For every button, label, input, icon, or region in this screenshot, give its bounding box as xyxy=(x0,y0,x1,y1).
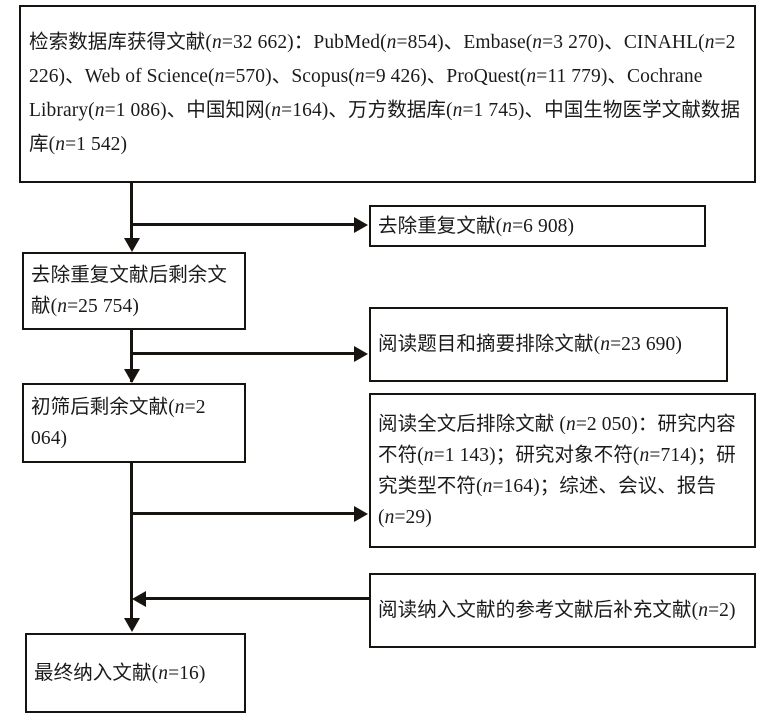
edge-screened-to-ft-excluded-arrowhead xyxy=(354,505,368,522)
edge-sources-to-duplicates-line xyxy=(131,223,355,226)
edge-remaining-to-screened-stem xyxy=(130,330,133,382)
node-records-after-screening: 初筛后剩余文献(n=2 064) xyxy=(22,383,246,463)
node-records-after-duplicates-removed-text: 去除重复文献后剩余文献(n=25 754) xyxy=(31,265,228,317)
edge-screened-to-final-arrowhead xyxy=(123,618,140,632)
node-records-after-duplicates-removed: 去除重复文献后剩余文献(n=25 754) xyxy=(22,252,246,330)
node-records-after-screening-text: 初筛后剩余文献(n=2 064) xyxy=(31,397,206,449)
edge-references-to-final-arrowhead xyxy=(132,590,146,607)
edge-references-to-final-line xyxy=(146,597,369,600)
node-database-search-results-text: 检索数据库获得文献(n=32 662)：PubMed(n=854)、Embase… xyxy=(29,32,741,155)
edge-screened-to-ft-excluded-line xyxy=(131,512,355,515)
node-records-added-from-references: 阅读纳入文献的参考文献后补充文献(n=2) xyxy=(369,573,756,648)
edge-screened-to-final-stem xyxy=(130,463,133,621)
edge-remaining-to-screened-arrowhead xyxy=(123,369,140,383)
node-final-included-studies: 最终纳入文献(n=16) xyxy=(25,633,246,713)
edge-remaining-to-ta-excluded-arrowhead xyxy=(354,345,368,362)
edge-remaining-to-ta-excluded-line xyxy=(131,352,355,355)
edge-sources-to-duplicates-arrowhead xyxy=(354,216,368,233)
node-fulltext-excluded: 阅读全文后排除文献 (n=2 050)：研究内容不符(n=1 143)；研究对象… xyxy=(369,393,756,548)
node-title-abstract-excluded-text: 阅读题目和摘要排除文献(n=23 690) xyxy=(378,334,682,355)
node-database-search-results: 检索数据库获得文献(n=32 662)：PubMed(n=854)、Embase… xyxy=(19,5,756,183)
node-records-added-from-references-text: 阅读纳入文献的参考文献后补充文献(n=2) xyxy=(378,600,736,621)
edge-sources-to-remaining-stem xyxy=(130,183,133,240)
node-fulltext-excluded-text: 阅读全文后排除文献 (n=2 050)：研究内容不符(n=1 143)；研究对象… xyxy=(378,413,736,528)
node-final-included-studies-text: 最终纳入文献(n=16) xyxy=(34,662,206,684)
node-duplicates-removed: 去除重复文献(n=6 908) xyxy=(369,205,706,247)
node-title-abstract-excluded: 阅读题目和摘要排除文献(n=23 690) xyxy=(369,307,728,382)
node-duplicates-removed-text: 去除重复文献(n=6 908) xyxy=(378,215,575,237)
edge-sources-to-remaining-arrowhead xyxy=(123,238,140,252)
